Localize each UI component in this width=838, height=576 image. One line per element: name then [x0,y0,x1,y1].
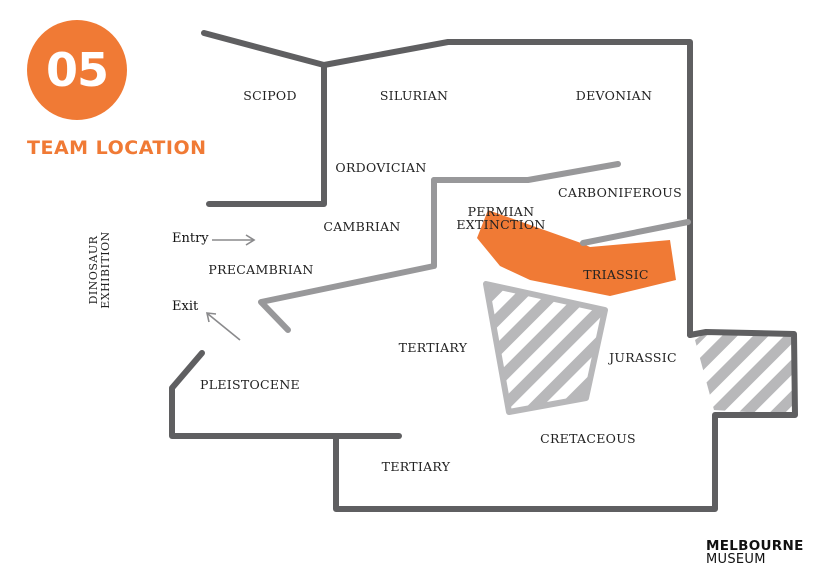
team-location-highlight [477,210,676,296]
dinosaur-exhibition-label: DINOSAUR EXHIBITION [87,231,112,309]
logo-line2: MUSEUM [706,552,766,567]
zone-cambrian: CAMBRIAN [323,219,401,234]
zone-tertiary-lower: TERTIARY [381,459,451,474]
zone-carboniferous: CARBONIFEROUS [558,185,682,200]
entry-arrow [212,234,256,246]
zone-ordovician: ORDOVICIAN [335,160,427,175]
zone-cretaceous: CRETACEOUS [540,431,636,446]
zone-tertiary-upper: TERTIARY [398,340,468,355]
zone-pleistocene: PLEISTOCENE [200,377,300,392]
team-number-badge: 05 [27,20,127,120]
zone-scipod: SCIPOD [243,88,297,103]
logo-line1: MELBOURNE [706,538,804,554]
inner-walls [258,161,691,333]
exit-arrow [205,312,241,341]
zone-permian-line: PERMIAN [467,204,535,219]
entry-label: Entry [172,231,209,246]
hatched-display-area-right [695,332,795,415]
zone-silurian: SILURIAN [379,88,449,103]
zone-devonian: DEVONIAN [575,88,653,103]
zone-permian-extinction: PERMIAN EXTINCTION [456,205,545,231]
exit-label: Exit [172,299,199,314]
zone-precambrian: PRECAMBRIAN [208,262,314,277]
melbourne-museum-logo: MELBOURNE MUSEUM [706,538,804,567]
dinosaur-exhibition-line2: EXHIBITION [99,231,112,309]
hatched-display-area-center [483,281,608,415]
team-number: 05 [45,43,109,97]
zone-triassic: TRIASSIC [583,267,649,282]
outer-walls [169,30,798,512]
team-location-title: TEAM LOCATION [27,137,207,159]
zone-jurassic: JURASSIC [609,350,677,365]
zone-extinction-line: EXTINCTION [456,217,546,232]
